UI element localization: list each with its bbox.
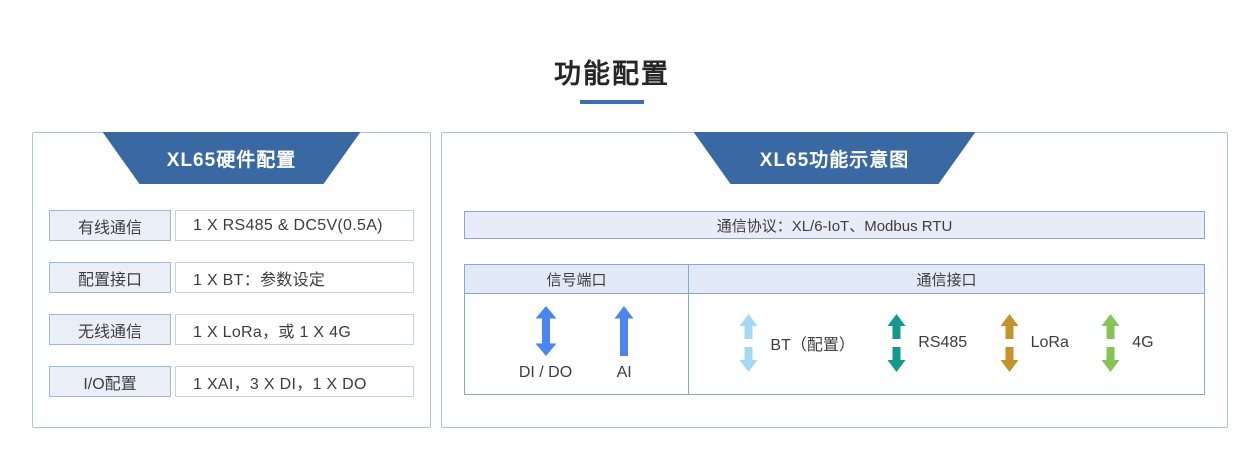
up-down-arrow-icon [535, 306, 556, 356]
comm-interfaces-cell: BT（配置） RS485 LoRa [689, 294, 1204, 394]
split-up-down-arrow-icon [1000, 314, 1019, 372]
spec-value: 1 X BT：参数设定 [175, 262, 414, 293]
spec-row-config-interface: 配置接口 1 X BT：参数设定 [49, 262, 414, 293]
function-table-body: DI / DO AI [465, 294, 1204, 394]
comm-item-label: RS485 [918, 334, 968, 351]
up-arrow-icon [614, 306, 634, 356]
function-diagram-panel: XL65功能示意图 通信协议：XL/6-IoT、Modbus RTU 信号端口 … [441, 132, 1228, 428]
spec-label: 有线通信 [49, 210, 171, 241]
function-diagram-panel-header: XL65功能示意图 [694, 132, 976, 184]
comm-item-label: LoRa [1030, 334, 1069, 351]
comm-item-rs485: RS485 [887, 314, 967, 372]
split-up-down-arrow-icon [1101, 314, 1120, 372]
spec-label: I/O配置 [49, 366, 171, 397]
function-table: 信号端口 通信接口 DI / DO AI [464, 264, 1205, 395]
signal-item-label: AI [616, 364, 632, 381]
signal-item-di-do: DI / DO [519, 306, 572, 382]
protocol-bar: 通信协议：XL/6-IoT、Modbus RTU [464, 211, 1205, 239]
spec-label: 配置接口 [49, 262, 171, 293]
comm-item-lora: LoRa [1000, 314, 1069, 372]
spec-row-wireless-comm: 无线通信 1 X LoRa，或 1 X 4G [49, 314, 414, 345]
signal-item-ai: AI [614, 306, 634, 382]
split-up-down-arrow-icon [887, 314, 906, 372]
hardware-config-panel: XL65硬件配置 有线通信 1 X RS485 & DC5V(0.5A) 配置接… [32, 132, 431, 428]
spec-value: 1 XAI，3 X DI，1 X DO [175, 366, 414, 397]
comm-interfaces-header: 通信接口 [916, 271, 977, 289]
page-header: 功能配置 [0, 52, 1224, 104]
comm-item-bt: BT（配置） [739, 314, 855, 372]
function-table-header: 信号端口 通信接口 [465, 265, 1204, 294]
split-up-down-arrow-icon [739, 314, 758, 372]
comm-item-label: 4G [1132, 334, 1154, 351]
signal-ports-header: 信号端口 [465, 265, 689, 293]
comm-item-4g: 4G [1101, 314, 1154, 372]
spec-value: 1 X RS485 & DC5V(0.5A) [175, 210, 414, 241]
signal-item-label: DI / DO [518, 364, 573, 381]
hardware-spec-rows: 有线通信 1 X RS485 & DC5V(0.5A) 配置接口 1 X BT：… [33, 210, 430, 397]
comm-item-label: BT（配置） [770, 337, 855, 354]
hardware-config-panel-header: XL65硬件配置 [103, 132, 361, 184]
title-underline [580, 100, 644, 104]
page-title: 功能配置 [554, 59, 670, 89]
spec-value: 1 X LoRa，或 1 X 4G [175, 314, 414, 345]
spec-row-wired-comm: 有线通信 1 X RS485 & DC5V(0.5A) [49, 210, 414, 241]
spec-label: 无线通信 [49, 314, 171, 345]
signal-ports-cell: DI / DO AI [465, 294, 689, 394]
spec-row-io-config: I/O配置 1 XAI，3 X DI，1 X DO [49, 366, 414, 397]
